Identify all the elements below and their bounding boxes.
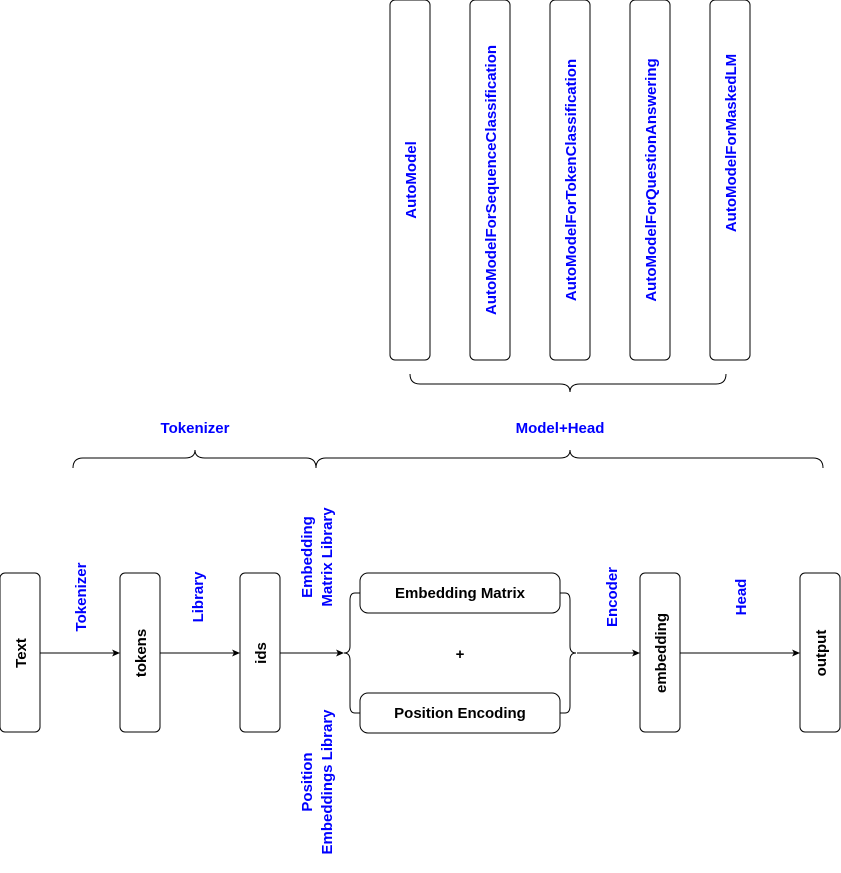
head-edge-label: Head — [733, 579, 750, 616]
auto-model-for-sequence-classification-label: AutoModelForSequenceClassification — [483, 45, 500, 315]
model-head-group-label: Model+Head — [516, 420, 605, 437]
auto-model-label: AutoModel — [403, 141, 420, 218]
embedding-left-brace — [343, 592, 360, 714]
ids-node: ids — [239, 572, 281, 733]
embedding-matrix-node: Embedding Matrix — [359, 572, 561, 614]
position-encoding-label: Position Encoding — [394, 705, 526, 722]
tokens-node-label: tokens — [133, 629, 150, 677]
embedding-matrix-library-label-line2: Matrix Library — [319, 507, 336, 607]
model-head-brace — [315, 449, 824, 469]
auto-model-box: AutoModel — [389, 0, 431, 361]
auto-model-boxes: AutoModel AutoModelForSequenceClassifica… — [389, 0, 751, 361]
plus-sign: + — [456, 646, 465, 663]
text-node-label: Text — [13, 638, 30, 668]
position-embeddings-library-label-line1: Position — [299, 752, 316, 811]
embedding-matrix-label: Embedding Matrix — [395, 585, 526, 602]
embedding-node-label: embedding — [653, 613, 670, 693]
ids-node-label: ids — [253, 642, 270, 664]
position-embeddings-library-label-line2: Embeddings Library — [319, 709, 336, 855]
embedding-right-brace — [560, 592, 577, 714]
auto-model-for-token-classification-box: AutoModelForTokenClassification — [549, 0, 591, 361]
encoder-edge-label: Encoder — [604, 567, 621, 627]
auto-model-for-question-answering-label: AutoModelForQuestionAnswering — [643, 58, 660, 301]
output-node-label: output — [813, 630, 830, 677]
tokenizer-edge-label: Tokenizer — [73, 562, 90, 631]
library-edge-label: Library — [190, 571, 207, 623]
text-node: Text — [0, 572, 41, 733]
auto-models-brace — [409, 373, 727, 393]
auto-model-for-masked-lm-label: AutoModelForMaskedLM — [723, 54, 740, 232]
auto-model-for-token-classification-label: AutoModelForTokenClassification — [563, 59, 580, 301]
position-encoding-node: Position Encoding — [359, 692, 561, 734]
tokenizer-brace — [72, 449, 317, 469]
auto-model-for-question-answering-box: AutoModelForQuestionAnswering — [629, 0, 671, 361]
embedding-node: embedding — [639, 572, 681, 733]
auto-model-for-sequence-classification-box: AutoModelForSequenceClassification — [469, 0, 511, 361]
tokenizer-group-label: Tokenizer — [161, 420, 230, 437]
output-node: output — [799, 572, 841, 733]
tokens-node: tokens — [119, 572, 161, 733]
embedding-matrix-library-label-line1: Embedding — [299, 516, 316, 598]
auto-model-for-masked-lm-box: AutoModelForMaskedLM — [709, 0, 751, 361]
